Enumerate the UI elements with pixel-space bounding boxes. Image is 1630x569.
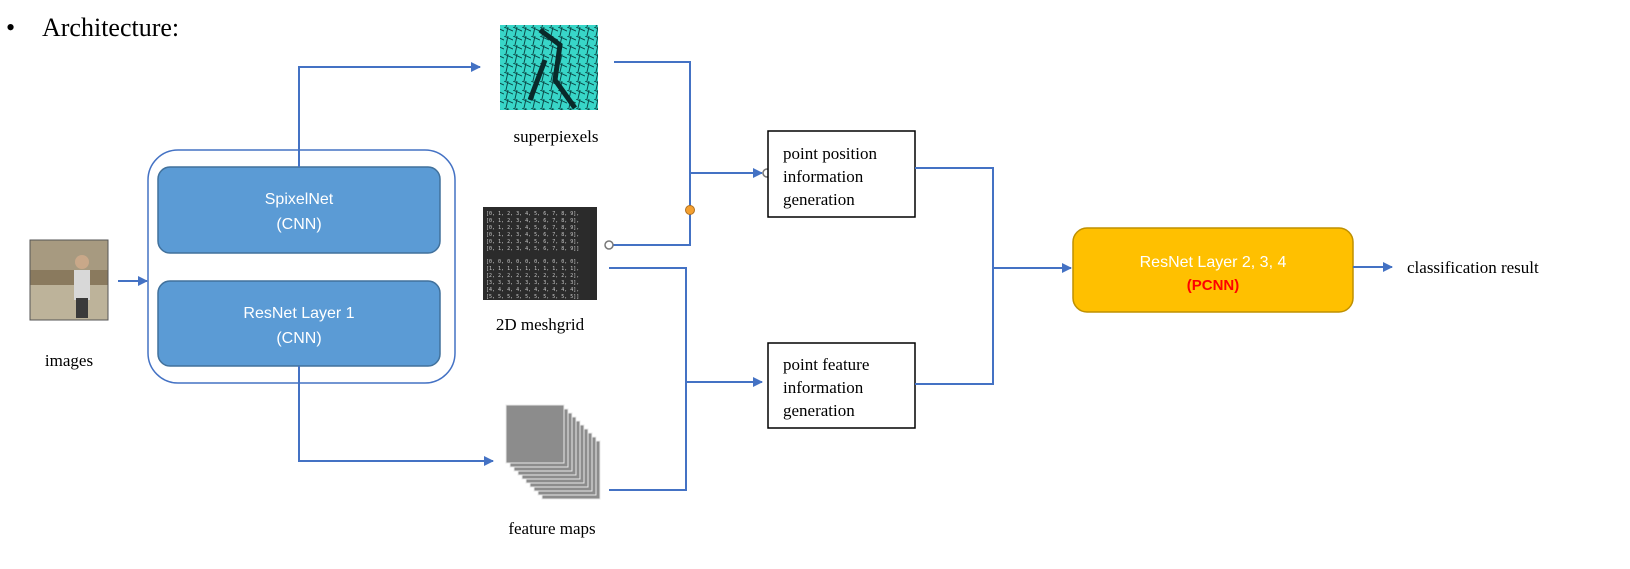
spixelnet-box: SpixelNet (CNN) (157, 166, 441, 254)
position-generator-box: point position information generation (767, 130, 916, 218)
meshgrid-row: [4, 4, 4, 4, 4, 4, 4, 4, 4, 4], (486, 287, 579, 293)
pcnn-subtitle: (PCNN) (1187, 277, 1240, 294)
meshgrid-row: [2, 2, 2, 2, 2, 2, 2, 2, 2, 2], (486, 273, 579, 279)
resnet-layer1-subtitle: (CNN) (276, 330, 321, 347)
feature-maps-label: feature maps (508, 519, 595, 538)
wire-merge-generators (915, 167, 994, 385)
encoder-group (147, 149, 456, 384)
arrow-to-superpixels (298, 62, 481, 167)
pcnn-title: ResNet Layer 2, 3, 4 (1140, 254, 1287, 271)
resnet-layer1-title: ResNet Layer 1 (243, 305, 354, 322)
feature-generator-line: information (783, 378, 864, 397)
position-generator-line: generation (783, 190, 855, 209)
junction-dot (685, 205, 695, 215)
meshgrid-row: [1, 1, 1, 1, 1, 1, 1, 1, 1, 1], (486, 266, 579, 272)
superpixels-label: superpiexels (514, 127, 599, 146)
meshgrid-row: [0, 0, 0, 0, 0, 0, 0, 0, 0, 0], (486, 259, 579, 265)
input-image-thumbnail (29, 239, 109, 321)
feature-generator-line: generation (783, 401, 855, 420)
classification-result-label: classification result (1407, 258, 1539, 277)
feature-map-layer (505, 404, 565, 464)
pcnn-box: ResNet Layer 2, 3, 4 (PCNN) (1072, 227, 1354, 313)
resnet-layer1-box: ResNet Layer 1 (CNN) (157, 280, 441, 367)
connector-point (604, 240, 614, 250)
bullet: • (6, 13, 15, 42)
arrow-to-feature-maps (298, 366, 494, 466)
spixelnet-title: SpixelNet (265, 191, 334, 208)
meshgrid-row: [0, 1, 2, 3, 4, 5, 6, 7, 8, 9], (486, 225, 579, 231)
meshgrid-row: [3, 3, 3, 3, 3, 3, 3, 3, 3, 3], (486, 280, 579, 286)
wire-meshgrid-featuremaps (609, 267, 687, 491)
heading-title: Architecture: (42, 13, 179, 42)
feature-generator-line: point feature (783, 355, 869, 374)
meshgrid-row: [0, 1, 2, 3, 4, 5, 6, 7, 8, 9]] (486, 246, 579, 252)
position-generator-line: information (783, 167, 864, 186)
meshgrid-row: [5, 5, 5, 5, 5, 5, 5, 5, 5, 5]] (486, 294, 579, 300)
spixelnet-subtitle: (CNN) (276, 216, 321, 233)
position-generator-line: point position (783, 144, 877, 163)
meshgrid-row: [0, 1, 2, 3, 4, 5, 6, 7, 8, 9], (486, 211, 579, 217)
wire-superpixels-meshgrid (613, 61, 691, 246)
feature-maps-stack (505, 404, 601, 500)
meshgrid-row: [0, 1, 2, 3, 4, 5, 6, 7, 8, 9], (486, 239, 579, 245)
superpixels-image (500, 25, 598, 110)
images-label: images (45, 351, 93, 370)
meshgrid-row: [0, 1, 2, 3, 4, 5, 6, 7, 8, 9], (486, 218, 579, 224)
meshgrid-image: [0, 1, 2, 3, 4, 5, 6, 7, 8, 9],[0, 1, 2,… (483, 207, 597, 300)
meshgrid-row: [0, 1, 2, 3, 4, 5, 6, 7, 8, 9], (486, 232, 579, 238)
meshgrid-label: 2D meshgrid (496, 315, 585, 334)
feature-generator-box: point feature information generation (767, 342, 916, 429)
